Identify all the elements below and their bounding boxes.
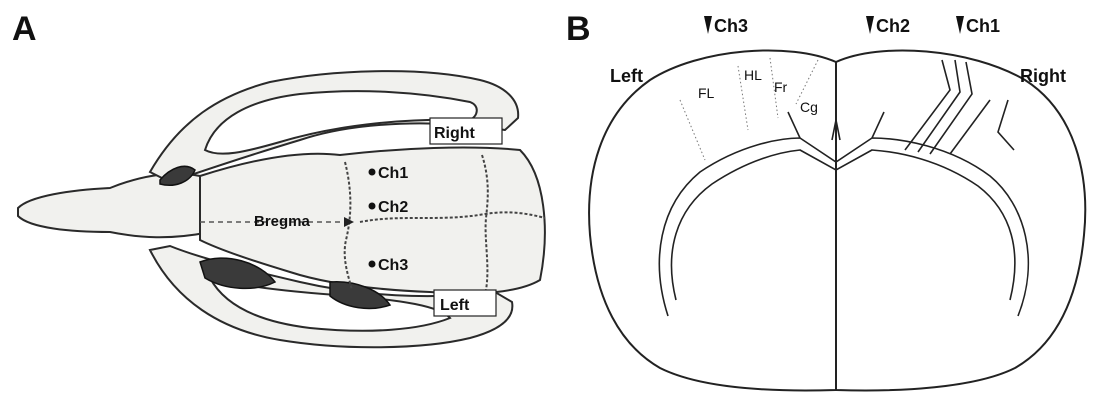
left-hemisphere xyxy=(589,50,836,390)
skull-ch3-label: Ch3 xyxy=(378,257,408,274)
bregma-label: Bregma xyxy=(254,213,311,230)
brain-section xyxy=(589,50,1085,390)
brain-ch3-label: Ch3 xyxy=(714,16,748,36)
skull-right-label: Right xyxy=(434,125,476,142)
region-cg-label: Cg xyxy=(800,99,818,115)
region-hl-label: HL xyxy=(744,67,762,83)
ch1-marker xyxy=(369,169,376,176)
brain-right-label: Right xyxy=(1020,66,1066,86)
region-fl-label: FL xyxy=(698,85,715,101)
skull-ch2-label: Ch2 xyxy=(378,199,408,216)
region-fr-label: Fr xyxy=(774,79,788,95)
brain-ch2-label: Ch2 xyxy=(876,16,910,36)
ch3-marker xyxy=(369,261,376,268)
ch2-marker xyxy=(369,203,376,210)
ch3-arrow-icon xyxy=(704,16,712,34)
skull-ch1-label: Ch1 xyxy=(378,165,408,182)
ch1-arrow-icon xyxy=(956,16,964,34)
ch2-arrow-icon xyxy=(866,16,874,34)
brain-left-label: Left xyxy=(610,66,643,86)
panel-a-letter: A xyxy=(12,10,37,48)
right-hemisphere xyxy=(836,50,1085,390)
skull-left-label: Left xyxy=(440,297,470,314)
brain-ch1-label: Ch1 xyxy=(966,16,1000,36)
panel-b-letter: B xyxy=(566,10,591,48)
